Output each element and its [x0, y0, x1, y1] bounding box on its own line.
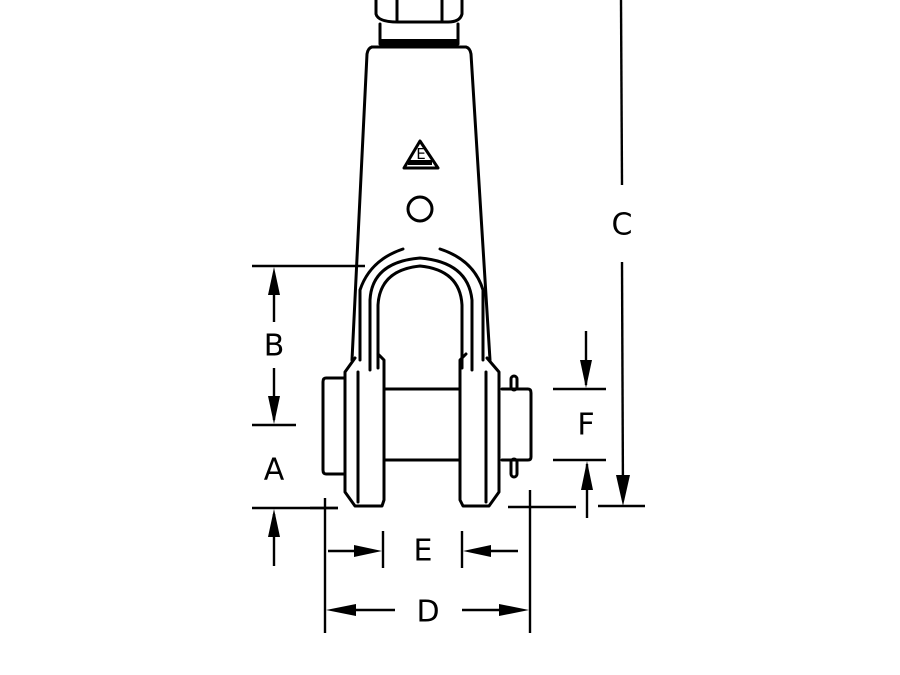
label-b: B [264, 329, 285, 364]
dimension-b: B [252, 264, 365, 427]
brand-logo-icon: E [402, 139, 440, 170]
dimension-c: C [598, 0, 645, 508]
logo-glyph: E [416, 145, 425, 163]
label-c: C [612, 208, 633, 243]
hex-nut [374, 0, 464, 46]
dimension-d: D [326, 595, 529, 630]
dimension-f: F [553, 331, 606, 518]
label-a: A [264, 453, 285, 488]
dimension-e: E [328, 531, 518, 569]
jaw-body [350, 45, 492, 362]
label-f: F [577, 408, 594, 443]
label-d: D [416, 595, 439, 630]
pin [321, 374, 533, 479]
right-jaw-plate [458, 352, 501, 508]
extension-lines [310, 490, 576, 633]
label-e: E [414, 534, 433, 569]
left-jaw-plate [343, 352, 386, 508]
hole-icon [406, 195, 434, 223]
shackle-bow [358, 247, 485, 372]
